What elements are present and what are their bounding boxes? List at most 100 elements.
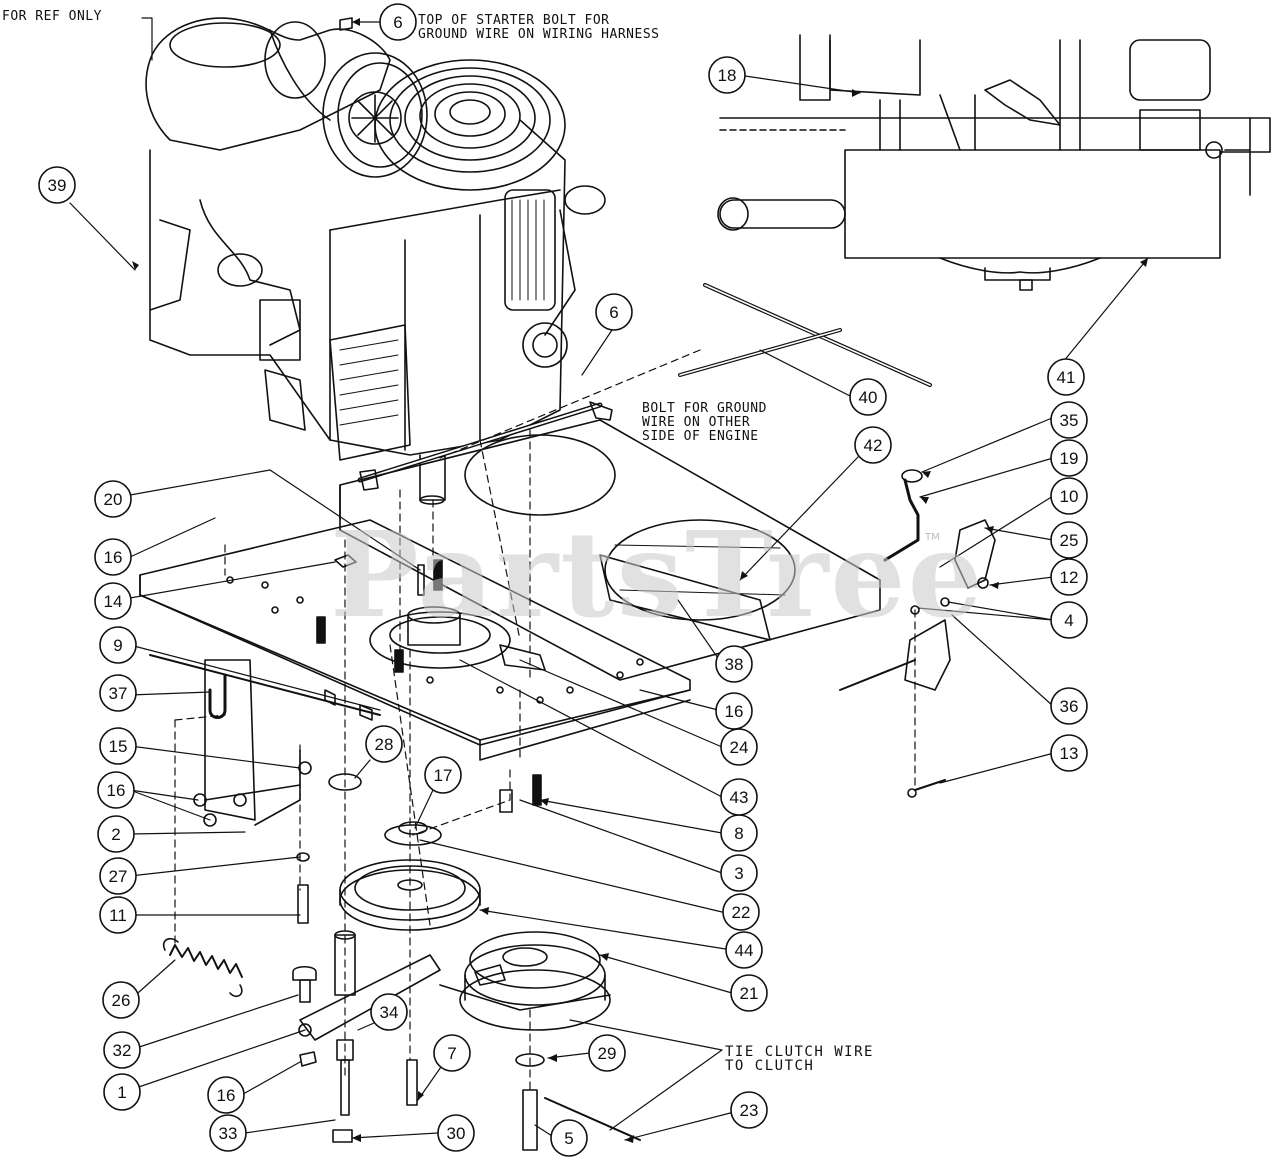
- callout-circle: [1050, 558, 1088, 596]
- callout-c8: 8: [720, 814, 758, 852]
- callout-number: 14: [104, 592, 123, 611]
- callout-circle: [424, 756, 462, 794]
- callout-number: 6: [609, 303, 618, 322]
- callout-c36: 36: [1050, 687, 1088, 725]
- callout-circle: [99, 727, 137, 765]
- inset-view-illustration: [717, 34, 1271, 291]
- callout-number: 3: [734, 864, 743, 883]
- callout-circle: [1050, 439, 1088, 477]
- callout-layer: 3961841640354219102512436132016149371516…: [38, 3, 1088, 1157]
- callout-number: 16: [104, 548, 123, 567]
- callout-number: 42: [864, 436, 883, 455]
- watermark: PartsTree: [330, 505, 985, 644]
- callout-number: 26: [112, 991, 131, 1010]
- callout-circle: [103, 1031, 141, 1069]
- callout-circle: [1050, 401, 1088, 439]
- callout-number: 22: [732, 903, 751, 922]
- callout-circle: [1050, 477, 1088, 515]
- callout-c12: 12: [1050, 558, 1088, 596]
- callout-circle: [550, 1119, 588, 1157]
- callout-number: 39: [48, 176, 67, 195]
- callout-circle: [1050, 687, 1088, 725]
- callout-number: 15: [109, 737, 128, 756]
- note-ground-bolt: BOLT FOR GROUND WIRE ON OTHER SIDE OF EN…: [642, 401, 767, 444]
- callout-c16d: 16: [715, 692, 753, 730]
- callout-c23: 23: [730, 1091, 768, 1129]
- callout-circle: [38, 166, 76, 204]
- callout-circle: [849, 378, 887, 416]
- callout-c39: 39: [38, 166, 76, 204]
- callout-number: 30: [447, 1124, 466, 1143]
- callout-c26: 26: [102, 981, 140, 1019]
- callout-number: 18: [718, 66, 737, 85]
- callout-c4: 4: [1050, 601, 1088, 639]
- callout-c1: 1: [103, 1073, 141, 1111]
- callout-c13: 13: [1050, 734, 1088, 772]
- callout-number: 1: [117, 1083, 126, 1102]
- callout-circle: [433, 1034, 471, 1072]
- callout-number: 6: [393, 13, 402, 32]
- callout-circle: [725, 931, 763, 969]
- callout-c25: 25: [1050, 521, 1088, 559]
- callout-c40: 40: [849, 378, 887, 416]
- callout-number: 5: [564, 1129, 573, 1148]
- callout-circle: [722, 893, 760, 931]
- callout-number: 28: [375, 735, 394, 754]
- callout-number: 40: [859, 388, 878, 407]
- callout-c7: 7: [433, 1034, 471, 1072]
- callout-number: 43: [730, 788, 749, 807]
- engine-deck-illustration: [339, 419, 881, 681]
- mounting-plate-illustration: [139, 519, 691, 761]
- callout-c33: 33: [209, 1114, 247, 1152]
- callout-c17: 17: [424, 756, 462, 794]
- callout-c30: 30: [437, 1114, 475, 1152]
- callout-circle: [99, 674, 137, 712]
- callout-circle: [103, 1073, 141, 1111]
- callout-circle: [730, 974, 768, 1012]
- callout-number: 38: [725, 655, 744, 674]
- callout-c6a: 6: [379, 3, 417, 41]
- callout-circle: [715, 645, 753, 683]
- callout-c37: 37: [99, 674, 137, 712]
- callout-number: 10: [1060, 487, 1079, 506]
- callout-c19: 19: [1050, 439, 1088, 477]
- callout-number: 4: [1064, 611, 1073, 630]
- watermark-trademark: TM: [925, 532, 940, 543]
- callout-number: 16: [107, 781, 126, 800]
- callout-number: 21: [740, 984, 759, 1003]
- callout-c3: 3: [720, 854, 758, 892]
- callout-c16c: 16: [207, 1076, 245, 1114]
- callout-c28: 28: [365, 725, 403, 763]
- callout-circle: [99, 896, 137, 934]
- callout-c14: 14: [94, 582, 132, 620]
- callout-c43: 43: [720, 778, 758, 816]
- callout-circle: [1050, 521, 1088, 559]
- callout-number: 7: [447, 1044, 456, 1063]
- callout-circle: [379, 3, 417, 41]
- callout-number: 11: [109, 906, 127, 925]
- callout-c35: 35: [1050, 401, 1088, 439]
- callout-number: 9: [113, 636, 122, 655]
- callout-number: 8: [734, 824, 743, 843]
- callout-circle: [207, 1076, 245, 1114]
- callout-number: 23: [740, 1101, 759, 1120]
- callout-c42: 42: [854, 426, 892, 464]
- callout-number: 2: [111, 825, 120, 844]
- note-starter-bolt: TOP OF STARTER BOLT FOR GROUND WIRE ON W…: [418, 13, 660, 42]
- callout-c18: 18: [708, 56, 746, 94]
- callout-circle: [730, 1091, 768, 1129]
- callout-c38: 38: [715, 645, 753, 683]
- callout-c10: 10: [1050, 477, 1088, 515]
- leader-arrows: [132, 18, 1148, 1143]
- callout-circle: [1050, 601, 1088, 639]
- alignment-lines: [174, 349, 916, 1091]
- note-ref-only: FOR REF ONLY: [2, 9, 102, 24]
- callout-c9: 9: [99, 626, 137, 664]
- callout-c44: 44: [725, 931, 763, 969]
- callout-c6b: 6: [595, 293, 633, 331]
- callout-circle: [595, 293, 633, 331]
- callout-circle: [854, 426, 892, 464]
- callout-circle: [708, 56, 746, 94]
- callout-number: 36: [1060, 697, 1079, 716]
